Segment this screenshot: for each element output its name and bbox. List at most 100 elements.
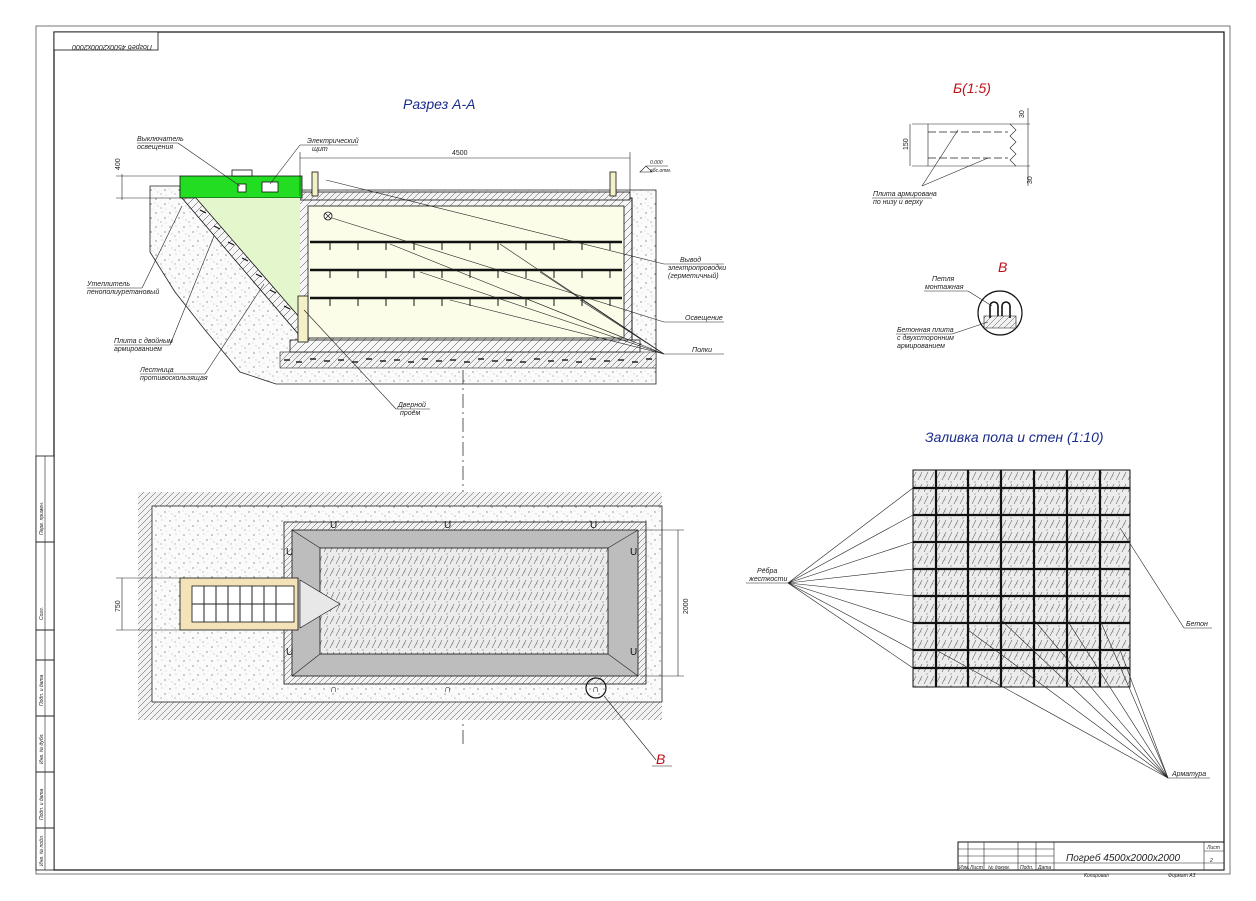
svg-text:Лист: Лист <box>1206 845 1220 851</box>
label-slab: Плита с двойным армированием <box>114 235 215 353</box>
svg-text:400: 400 <box>115 158 122 170</box>
label-insulation: Утеплитель пенополиуретановый <box>86 205 183 296</box>
pour-rebar: Арматура <box>1171 771 1206 778</box>
label-switch: Выключатель освещения <box>137 136 241 187</box>
hatch-lid <box>231 169 253 177</box>
dim-2000: 2000 <box>640 529 690 677</box>
svg-text:электропроводки: электропроводки <box>668 264 726 272</box>
svg-text:Лист: Лист <box>969 865 983 871</box>
svg-text:2000: 2000 <box>683 598 690 614</box>
label-stairs: Лестница противоскользящая <box>139 283 265 382</box>
panel-box <box>261 181 279 193</box>
stamp-box <box>53 31 159 51</box>
svg-text:U: U <box>286 647 293 658</box>
dim-750: 750 <box>115 577 180 631</box>
stair-steps <box>199 209 291 310</box>
svg-text:освещения: освещения <box>137 144 173 151</box>
side-stamp-4: Инв. № дубл. <box>39 733 45 764</box>
label-door: Дверной проём <box>303 309 430 417</box>
stamp-text: Погреб 4500х2000х2000 <box>72 43 152 51</box>
plan-stairs-arrow <box>299 579 341 629</box>
svg-text:∩: ∩ <box>330 684 337 695</box>
svg-text:30: 30 <box>1019 110 1026 118</box>
label-panel: Электрический щит <box>269 137 359 185</box>
svg-text:Вывод: Вывод <box>680 256 701 264</box>
svg-text:Лестница: Лестница <box>139 367 174 374</box>
pour-title: Заливка пола и стен (1:10) <box>925 429 1104 445</box>
svg-text:0.000: 0.000 <box>650 160 663 166</box>
svg-text:Выключатель: Выключатель <box>137 136 184 143</box>
pour-ribs-2: жесткости <box>748 576 787 583</box>
gravel-stones <box>284 358 652 363</box>
svg-text:щит: щит <box>312 146 328 153</box>
gravel-base <box>279 351 657 369</box>
svg-text:Погреб 4500х2000х2000: Погреб 4500х2000х2000 <box>1066 852 1180 864</box>
detail-v-loop-1: Петля <box>932 276 955 283</box>
plan-callout-circle <box>585 677 607 699</box>
svg-text:U: U <box>444 520 451 531</box>
inner-frame <box>53 31 1225 871</box>
svg-text:Изм.: Изм. <box>959 865 970 871</box>
shelves <box>310 240 622 306</box>
detail-b-label-2: по низу и верху <box>873 199 923 206</box>
pour-concrete: Бетон <box>1186 621 1208 628</box>
svg-text:абс.отм.: абс.отм. <box>650 168 671 174</box>
svg-text:U: U <box>630 647 637 658</box>
plan-corners <box>291 529 639 677</box>
roof-slab <box>299 191 631 201</box>
side-stamp: Перв. примен. Согл. Подп. и дата Инв. № … <box>35 455 55 871</box>
lamp-icon <box>323 211 333 221</box>
detail-v-title: В <box>998 259 1007 275</box>
pour-ribs-leaders <box>787 487 914 669</box>
detail-b-drawing: 150 30 30 <box>903 108 1034 187</box>
switch-box <box>237 183 247 193</box>
detail-v-loop-leader <box>967 290 993 307</box>
plan-callout-label: В <box>656 751 665 767</box>
side-stamp-3: Подп. и дата <box>39 674 45 706</box>
label-shelves: Полки <box>389 243 724 355</box>
door-frame <box>297 295 309 343</box>
label-wiring: Вывод электропроводки (герметичный) <box>325 179 726 280</box>
svg-text:Дверной: Дверной <box>397 401 426 409</box>
svg-text:2: 2 <box>1209 858 1213 864</box>
titleblock: Погреб 4500х2000х2000 Лист 2 Изм. Лист №… <box>957 841 1225 871</box>
svg-text:∩: ∩ <box>444 684 451 695</box>
svg-text:Полки: Полки <box>692 347 712 354</box>
svg-text:U: U <box>590 520 597 531</box>
side-stamp-1: Перв. примен. <box>39 502 45 535</box>
side-stamp-6: Инв. № подл. <box>39 835 45 866</box>
svg-text:проём: проём <box>400 410 421 417</box>
svg-text:Подп.: Подп. <box>1020 865 1033 871</box>
outer-frame <box>35 25 1231 875</box>
svg-text:противоскользящая: противоскользящая <box>140 375 208 382</box>
svg-text:армированием: армированием <box>114 346 162 353</box>
svg-text:150: 150 <box>903 138 910 150</box>
svg-text:Плита с двойным: Плита с двойным <box>114 337 173 345</box>
plan-loops: U U U ∩ ∩ U U U U <box>286 520 637 695</box>
vent-pipe-left <box>311 171 319 197</box>
dim-400: 400 <box>115 158 180 200</box>
titleblock-copied: Копировал <box>1084 873 1109 879</box>
pour-rebar-leaders <box>935 619 1169 779</box>
pour-ribs-1: Рёбра <box>757 567 777 575</box>
svg-text:30: 30 <box>1027 176 1034 184</box>
vent-pipe-right <box>609 171 617 197</box>
svg-text:№ докум.: № докум. <box>988 865 1010 871</box>
plan-stair-treads <box>192 586 294 622</box>
dim-4500: 4500 <box>299 150 631 196</box>
detail-b-label-1: Плита армирована <box>873 191 937 198</box>
plan-floor <box>319 547 609 655</box>
svg-text:750: 750 <box>115 600 122 612</box>
side-stamp-2: Согл. <box>39 607 45 620</box>
svg-text:Освещение: Освещение <box>685 315 723 322</box>
svg-text:U: U <box>286 547 293 558</box>
detail-v-slab-3: армированием <box>897 343 945 350</box>
detail-v-drawing <box>977 290 1023 336</box>
svg-text:(герметичный): (герметичный) <box>668 272 719 280</box>
level-mark: 0.000 абс.отм. <box>639 160 671 174</box>
svg-text:пенополиуретановый: пенополиуретановый <box>87 288 159 296</box>
detail-v-slab-2: с двухсторонним <box>897 334 954 342</box>
svg-text:4500: 4500 <box>452 150 468 157</box>
cellar-interior <box>307 205 625 339</box>
